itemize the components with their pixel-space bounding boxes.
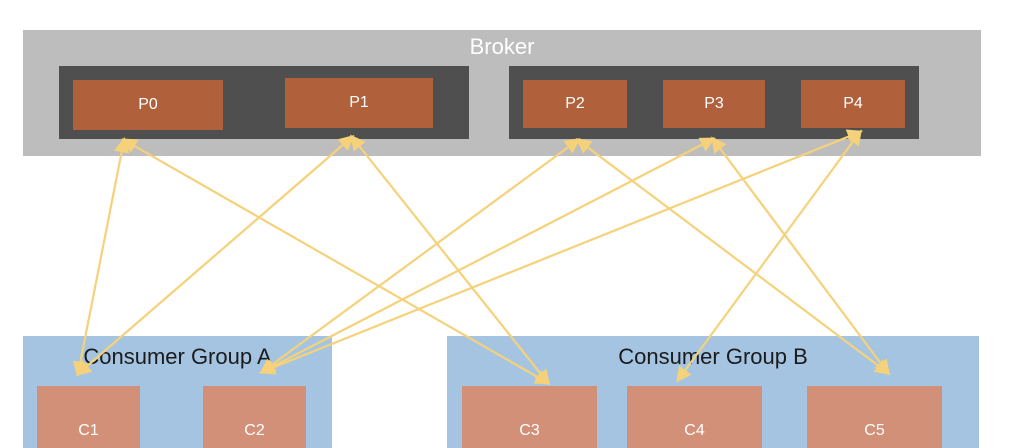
consumer-c1: C1 <box>37 386 140 448</box>
consumer-group-a-title: Consumer Group A <box>83 344 272 369</box>
consumer-c2: C2 <box>203 386 306 448</box>
consumer-group-b-title: Consumer Group B <box>618 344 808 369</box>
partition-p4: P4 <box>801 80 905 128</box>
partition-p3: P3 <box>663 80 765 128</box>
consumer-c4: C4 <box>627 386 762 448</box>
consumer-c3: C3 <box>462 386 597 448</box>
broker-title: Broker <box>469 34 535 59</box>
consumer-c5: C5 <box>807 386 942 448</box>
partition-p2: P2 <box>523 80 627 128</box>
partition-p0: P0 <box>73 80 223 130</box>
partition-p1: P1 <box>285 78 433 128</box>
